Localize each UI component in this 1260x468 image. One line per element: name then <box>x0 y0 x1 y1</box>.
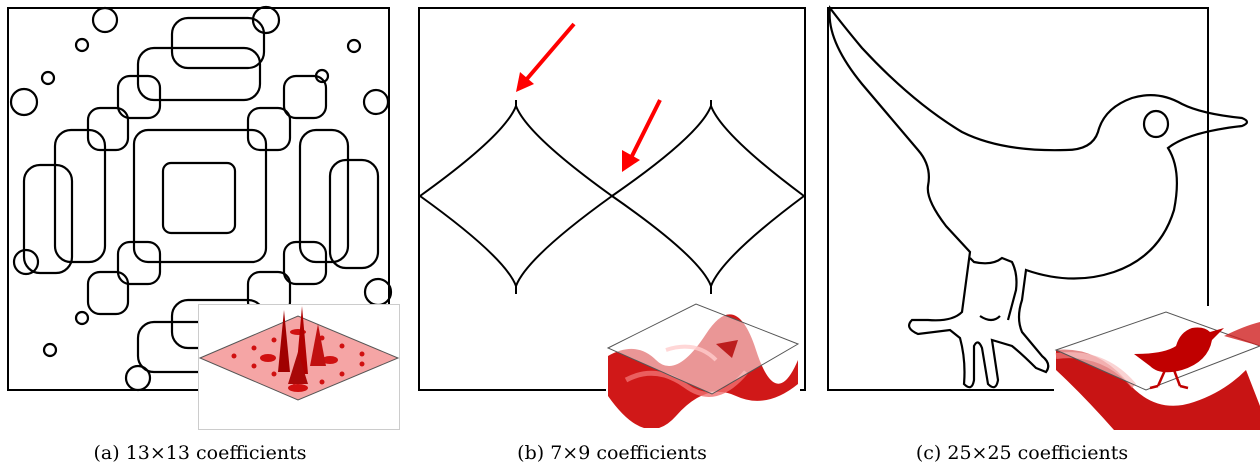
caption-c: (c) 25×25 coefficients <box>915 442 1129 464</box>
loop-small-2 <box>86 106 130 152</box>
loop-left-1 <box>22 163 74 275</box>
loop-circle-8 <box>362 88 390 116</box>
loop-circle-12 <box>42 342 58 358</box>
loop-circle-9 <box>12 248 40 276</box>
curve-b-left <box>418 100 614 294</box>
arrow-b-1 <box>516 22 576 92</box>
arrow-b-2 <box>622 99 662 172</box>
caption-b: (b) 7×9 coefficients <box>517 442 707 464</box>
loop-center-outer <box>132 128 268 264</box>
inset-surface-a <box>198 304 400 430</box>
peak-a-3 <box>310 324 326 366</box>
loop-circle-13 <box>124 364 152 392</box>
loop-small-5 <box>116 240 162 286</box>
loop-circle-6 <box>314 68 330 84</box>
curve-plot-a <box>7 5 393 392</box>
loop-circle-3 <box>74 37 90 53</box>
inset-surface-b <box>606 300 800 428</box>
peak-a-4 <box>288 352 308 384</box>
loop-circle-5 <box>40 70 56 86</box>
loop-circle-2 <box>251 5 281 35</box>
peak-a-1 <box>278 310 290 372</box>
plane-b <box>606 303 800 395</box>
loop-circle-7 <box>9 87 39 117</box>
plot-frame-c <box>827 7 1209 391</box>
loop-circle-10 <box>363 277 393 307</box>
loop-circle-11 <box>74 310 90 326</box>
loop-small-3 <box>282 74 328 120</box>
loop-right-2 <box>328 158 380 270</box>
loop-circle-1 <box>91 6 119 34</box>
loop-small-1 <box>116 74 162 120</box>
loop-top-2 <box>136 46 262 102</box>
loop-circle-4 <box>346 38 362 54</box>
loop-small-4 <box>246 106 292 152</box>
loop-center-inner <box>161 161 237 235</box>
loop-right-1 <box>298 128 350 264</box>
curve-b-right <box>610 100 806 294</box>
loop-top-1 <box>170 16 266 70</box>
loop-left-2 <box>53 128 107 264</box>
surface-bird <box>1134 327 1224 373</box>
loop-small-6 <box>86 270 130 316</box>
inset-surface-c <box>1054 306 1260 430</box>
caption-a: (a) 13×13 coefficients <box>93 442 307 464</box>
curve-plot-c <box>827 5 1249 391</box>
bird-legs <box>969 256 1018 322</box>
bird-eye <box>1142 109 1170 139</box>
bird-outline <box>828 5 1249 389</box>
loop-small-7 <box>282 240 328 286</box>
